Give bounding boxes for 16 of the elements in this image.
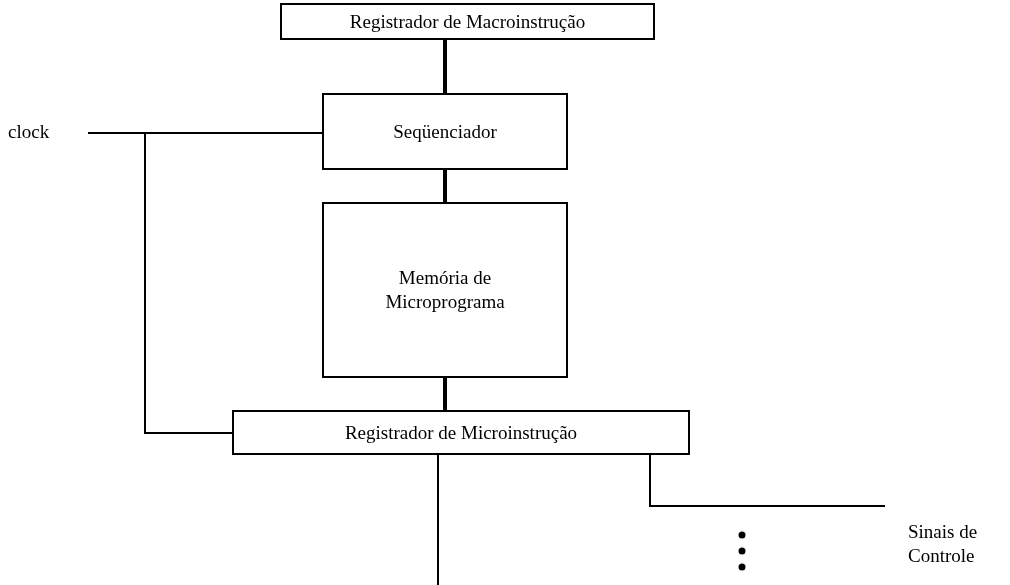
process-box (280, 3, 655, 40)
connector-line (649, 454, 886, 507)
process-box (322, 202, 568, 378)
connector-line (437, 454, 439, 585)
box-label: Seqüenciador (393, 119, 497, 144)
box-label: Registrador de Microinstrução (344, 420, 578, 445)
process-box (322, 93, 568, 170)
connector-line (443, 170, 447, 202)
signal-label: Sinais de Controle (908, 520, 979, 568)
connector-line (443, 40, 447, 93)
signal-label: clock (8, 120, 50, 144)
connector-line (87, 132, 233, 434)
box-label: Registrador de Macroinstrução (349, 9, 586, 34)
process-box (232, 410, 690, 455)
box-label: Memória de Microprograma (384, 266, 506, 314)
connector-line (443, 378, 447, 410)
